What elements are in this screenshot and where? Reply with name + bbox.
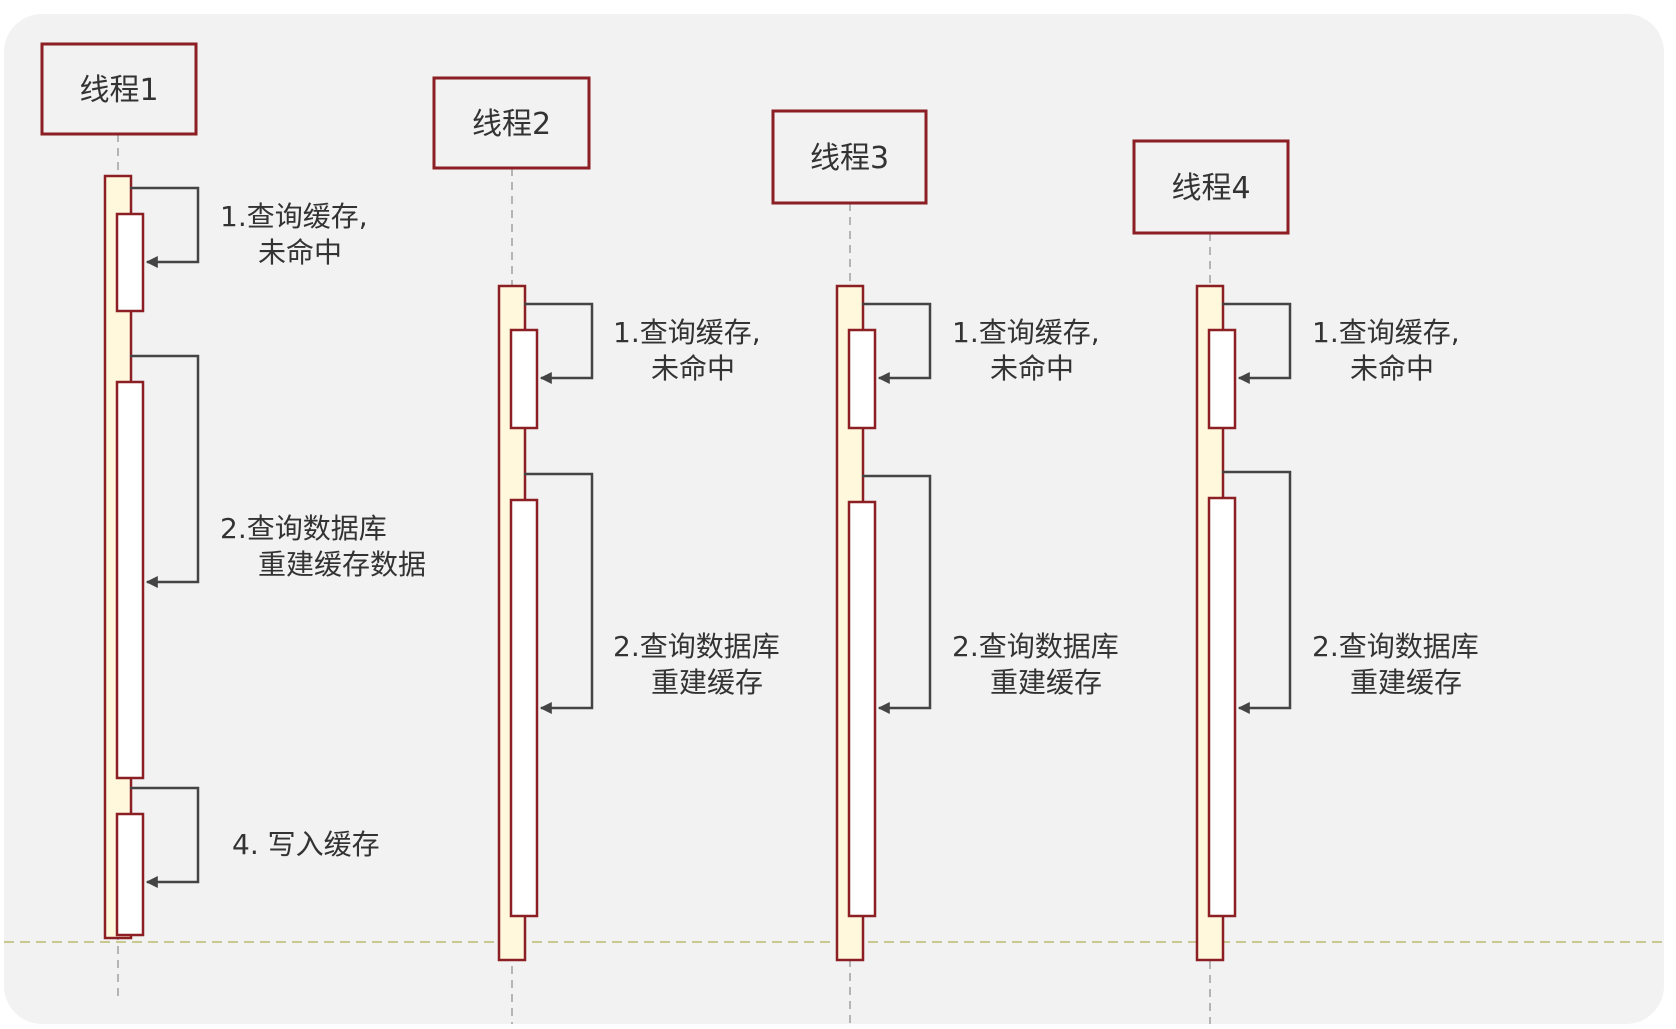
message-label: 未命中 (258, 236, 342, 269)
self-call-arrow (862, 474, 932, 714)
message-label: 2.查询数据库 (1312, 630, 1479, 663)
self-call-arrow (524, 302, 594, 384)
nested-activation (509, 328, 539, 430)
thread-title: 线程1 (79, 73, 158, 108)
message-label: 1.查询缓存, (220, 200, 368, 233)
message-label: 重建缓存 (651, 666, 763, 699)
message-label: 1.查询缓存, (952, 316, 1100, 349)
thread-header-box (1132, 139, 1290, 235)
self-call-arrow (1222, 470, 1292, 714)
nested-activation (509, 498, 539, 918)
message-label: 1.查询缓存, (1312, 316, 1460, 349)
message-label: 2.查询数据库 (220, 512, 387, 545)
nested-activation (1207, 496, 1237, 918)
message-label: 未命中 (990, 352, 1074, 385)
nested-activation (847, 500, 877, 918)
self-call-arrow (524, 472, 594, 714)
message-label: 1.查询缓存, (613, 316, 761, 349)
thread-header-box (771, 109, 928, 205)
thread-title: 线程3 (810, 141, 889, 176)
thread-header-box (432, 76, 591, 170)
nested-activation (115, 212, 145, 313)
thread-header-box (40, 42, 198, 136)
diagram-panel (4, 14, 1664, 1024)
self-call-message: 1.查询缓存,未命中 (847, 302, 1100, 430)
self-call-arrow (130, 186, 200, 268)
self-call-arrow (1222, 302, 1292, 384)
nested-activation (847, 328, 877, 430)
self-call-message: 1.查询缓存,未命中 (509, 302, 761, 430)
message-label: 重建缓存 (1350, 666, 1462, 699)
message-label: 重建缓存 (990, 666, 1102, 699)
message-label: 4. 写入缓存 (232, 828, 380, 861)
self-call-message: 1.查询缓存,未命中 (1207, 302, 1460, 430)
message-label: 未命中 (651, 352, 735, 385)
self-call-arrow (862, 302, 932, 384)
nested-activation (1207, 328, 1237, 430)
message-label: 未命中 (1350, 352, 1434, 385)
self-call-arrow (130, 786, 200, 888)
self-call-arrow (130, 354, 200, 588)
nested-activation (115, 812, 145, 937)
message-label: 重建缓存数据 (258, 548, 426, 581)
message-label: 2.查询数据库 (952, 630, 1119, 663)
thread-title: 线程4 (1171, 171, 1250, 206)
nested-activation (115, 380, 145, 780)
message-label: 2.查询数据库 (613, 630, 780, 663)
self-call-message: 4. 写入缓存 (115, 786, 380, 937)
self-call-message: 1.查询缓存,未命中 (115, 186, 368, 313)
thread-title: 线程2 (472, 107, 551, 142)
